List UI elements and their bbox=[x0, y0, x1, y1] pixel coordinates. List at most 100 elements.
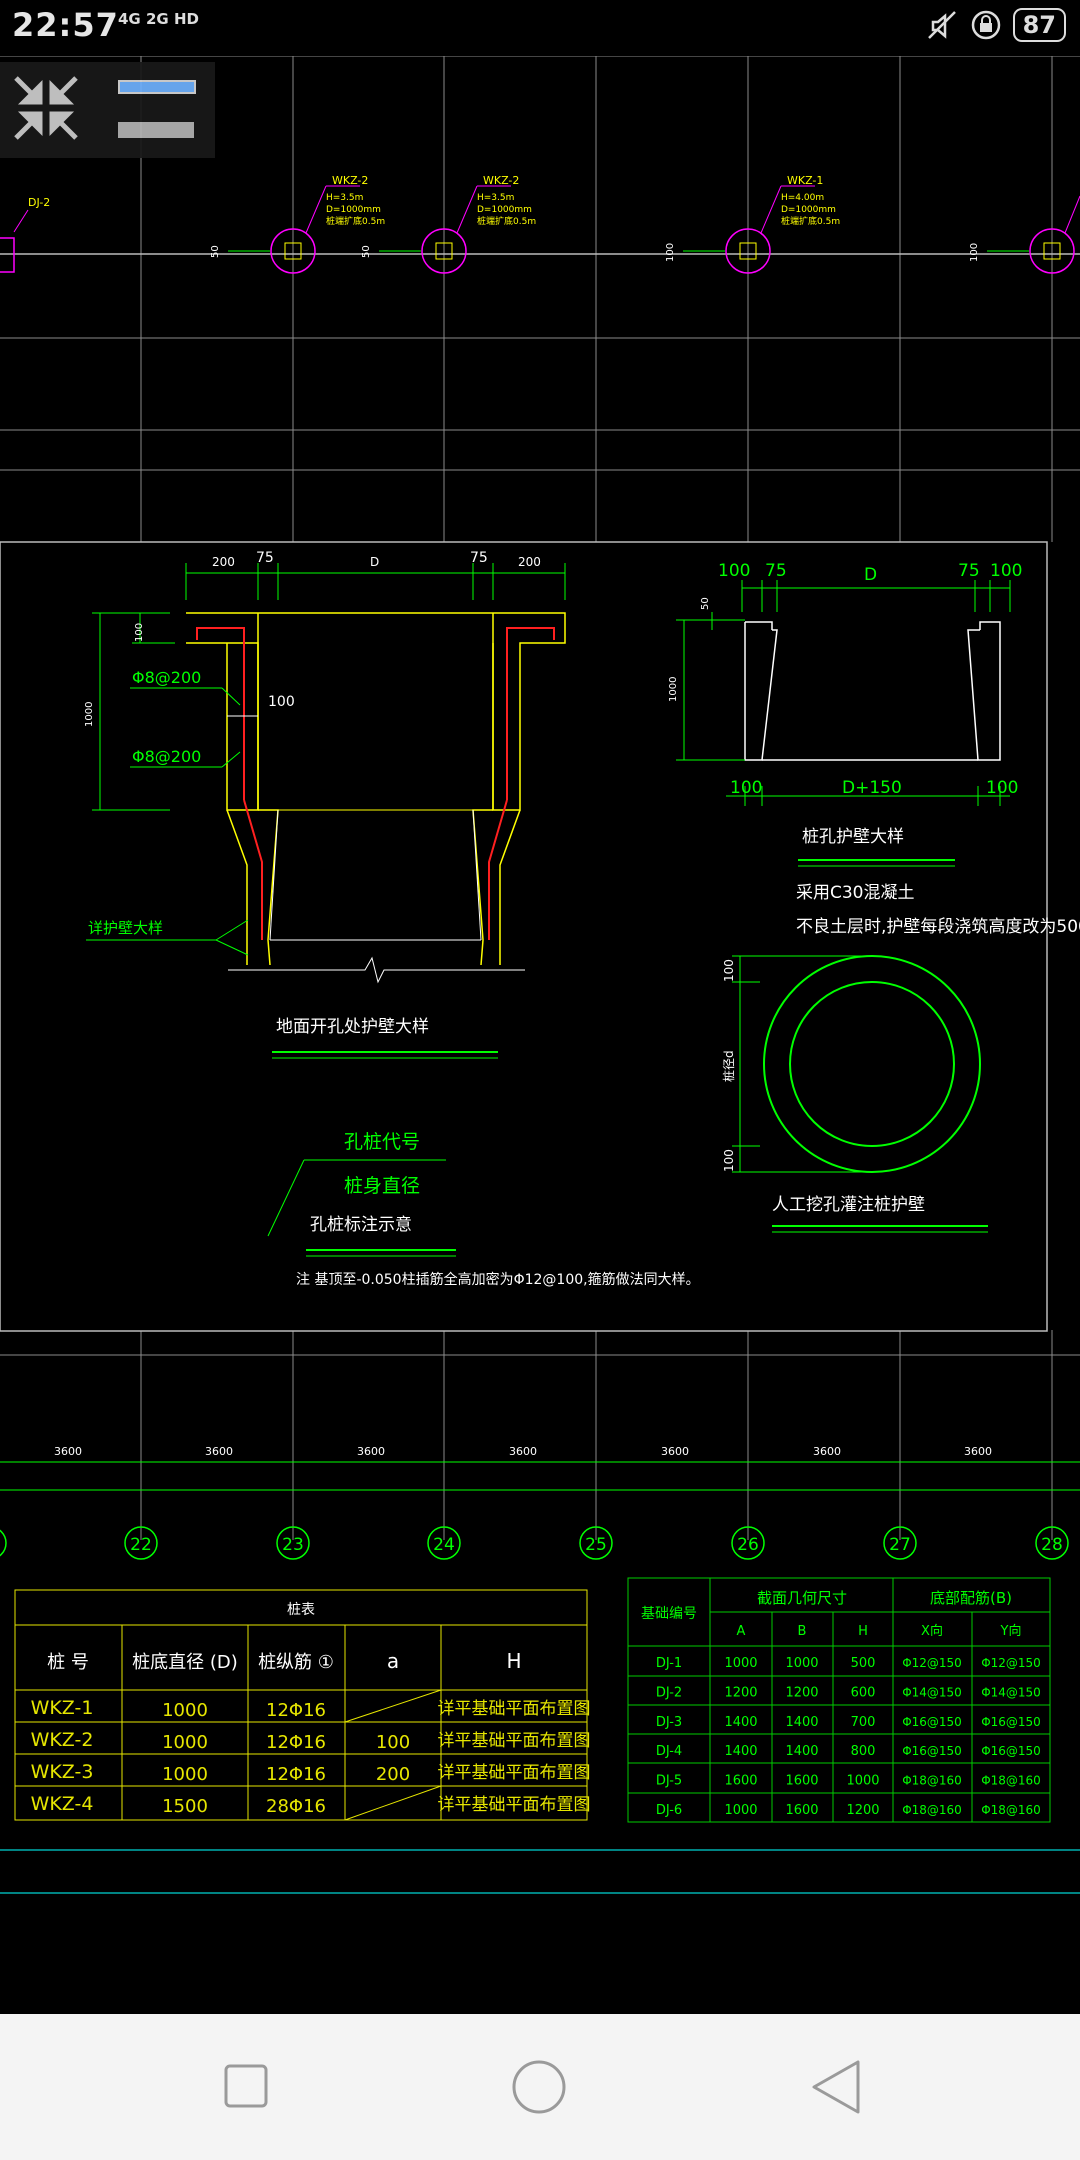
pile-enlarge: 桩端扩底0.5m bbox=[326, 215, 385, 227]
pile-column bbox=[435, 242, 453, 260]
detail-pile-wall: 100 75 D 75 100 50 1000 100 D+150 100 桩孔… bbox=[668, 561, 1080, 937]
base-subheader: X向 bbox=[921, 1623, 943, 1639]
base-table-cell: 1000 bbox=[846, 1774, 879, 1789]
pile-wkz-1[interactable]: WKZ-1 H=4.00m D=1000mm 桩端扩底0.5m 100 bbox=[665, 174, 840, 274]
axis-number: 24 bbox=[433, 1535, 455, 1555]
base-table-cell: 500 bbox=[851, 1656, 876, 1671]
pile-column bbox=[284, 242, 302, 260]
layer-toggle-on[interactable] bbox=[118, 80, 196, 94]
pile-right-partial[interactable]: 100 bbox=[969, 195, 1080, 274]
legend-diameter: 桩身直径 bbox=[344, 1175, 420, 1197]
cad-drawing-canvas[interactable]: DJ-2 WKZ-2 H=3.5m D=1000mm 桩端扩底0.5m 50 W… bbox=[0, 56, 1080, 2014]
pile-cell: WKZ-1 bbox=[31, 1697, 94, 1719]
pile-cell: 详平基础平面布置图 bbox=[438, 1795, 591, 1815]
collapse-arrows-icon[interactable] bbox=[10, 72, 82, 144]
axis-bubble-25 bbox=[579, 1526, 613, 1560]
base-table bbox=[627, 1577, 1051, 1823]
break-line bbox=[228, 956, 525, 984]
base-table-cell: Φ16@150 bbox=[902, 1744, 962, 1758]
pile-cell: 详平基础平面布置图 bbox=[438, 1763, 591, 1783]
pile-circle bbox=[725, 228, 771, 274]
dim-d: D bbox=[370, 555, 379, 569]
pile-table bbox=[14, 1589, 588, 1821]
axis-span: 3600 bbox=[509, 1445, 537, 1458]
layer-toggle-off[interactable] bbox=[118, 122, 194, 138]
rebar-lower-left bbox=[243, 799, 263, 940]
pile-cell: 12Φ16 bbox=[266, 1700, 326, 1721]
dim-75-left: 75 bbox=[256, 550, 274, 566]
base-table-cell: Φ12@150 bbox=[902, 1656, 962, 1670]
base-subheader: Y向 bbox=[1000, 1623, 1022, 1639]
d2-dim-75-right: 75 bbox=[958, 561, 980, 581]
pile-column bbox=[1043, 242, 1061, 260]
pile-table-text: 桩表 桩 号 桩底直径 (D) 桩纵筋 ① a H WKZ-1 1000 12Φ… bbox=[31, 1601, 591, 1817]
pile-cell: 100 bbox=[376, 1732, 410, 1753]
pile-table-header: 桩底直径 (D) bbox=[132, 1652, 238, 1673]
base-table-cell: 700 bbox=[851, 1715, 876, 1730]
battery-indicator: 87 bbox=[1012, 8, 1066, 42]
detail-ground-opening: 200 75 D 75 200 100 1000 Φ8@200 Φ8@200 bbox=[84, 550, 566, 1059]
d2-dim-bottom-100-right: 100 bbox=[986, 778, 1018, 798]
base-table-text: 基础编号 截面几何尺寸 底部配筋(B) A B H X向 Y向 bbox=[641, 1589, 1021, 1639]
base-header-code: 基础编号 bbox=[641, 1605, 697, 1622]
pile-cell: 1000 bbox=[162, 1764, 208, 1785]
axis-span: 3600 bbox=[205, 1445, 233, 1458]
base-table-cell: Φ14@150 bbox=[902, 1685, 962, 1699]
ring-dim-top: 100 bbox=[722, 959, 736, 982]
base-subheader: B bbox=[798, 1624, 807, 1639]
base-table-cell: 1600 bbox=[785, 1803, 818, 1818]
legend-code: 孔桩代号 bbox=[344, 1131, 420, 1153]
table-diag bbox=[344, 1785, 442, 1821]
floating-toolbar bbox=[0, 62, 215, 158]
axis-bubble-27 bbox=[883, 1526, 917, 1560]
pile-cell: 详平基础平面布置图 bbox=[438, 1699, 591, 1719]
axis-number: 27 bbox=[889, 1535, 911, 1555]
pile-table-title: 桩表 bbox=[287, 1601, 315, 1618]
pile-name: WKZ-2 bbox=[483, 174, 519, 187]
base-table-cell: Φ12@150 bbox=[981, 1656, 1041, 1670]
legend-title: 孔桩标注示意 bbox=[310, 1215, 412, 1235]
pile-cell: WKZ-2 bbox=[31, 1729, 94, 1751]
pile-name: WKZ-2 bbox=[332, 174, 368, 187]
rebar-label-2: Φ8@200 bbox=[132, 747, 201, 766]
base-table-cell: 1400 bbox=[785, 1715, 818, 1730]
base-table-cell: 1000 bbox=[724, 1803, 757, 1818]
axis-number: 26 bbox=[737, 1535, 759, 1555]
base-table-cell: DJ-1 bbox=[656, 1656, 682, 1671]
pile-cell: 1000 bbox=[162, 1700, 208, 1721]
pile-depth: H=4.00m bbox=[781, 193, 824, 203]
navigation-bar bbox=[0, 2014, 1080, 2160]
dim-1000: 1000 bbox=[84, 702, 95, 727]
pile-table-border bbox=[14, 1589, 588, 1821]
pile-circle bbox=[1029, 228, 1075, 274]
pile-wkz-2-a[interactable]: WKZ-2 H=3.5m D=1000mm 桩端扩底0.5m 50 bbox=[210, 174, 385, 274]
axis-bubble-26 bbox=[731, 1526, 765, 1560]
pile-left-leader bbox=[13, 209, 29, 233]
pile-cell: 200 bbox=[376, 1764, 410, 1785]
axis-span: 3600 bbox=[54, 1445, 82, 1458]
base-table-cell: 1400 bbox=[785, 1744, 818, 1759]
taper-right bbox=[472, 809, 521, 966]
base-table-cell: Φ14@150 bbox=[981, 1685, 1041, 1699]
base-table-cell: Φ16@150 bbox=[902, 1715, 962, 1729]
wall-leader bbox=[215, 919, 249, 941]
recent-apps-button[interactable] bbox=[222, 2062, 270, 2110]
dim-75-right: 75 bbox=[470, 550, 488, 566]
base-table-cell: DJ-3 bbox=[656, 1715, 682, 1730]
d2-dim-100-left: 100 bbox=[718, 561, 750, 581]
d2-dim-bottom-d150: D+150 bbox=[842, 778, 902, 798]
detail-sheet-frame bbox=[0, 541, 1048, 1332]
back-button[interactable] bbox=[808, 2058, 862, 2116]
home-button[interactable] bbox=[510, 2058, 568, 2116]
pile-circle bbox=[421, 228, 467, 274]
rebar-left bbox=[196, 627, 245, 800]
base-table-cell: 1200 bbox=[785, 1685, 818, 1700]
detail3-title: 人工挖孔灌注桩护壁 bbox=[772, 1195, 925, 1215]
base-header-size: 截面几何尺寸 bbox=[757, 1589, 847, 1607]
axis-number: 23 bbox=[282, 1535, 304, 1555]
base-header-rebar: 底部配筋(B) bbox=[930, 1589, 1012, 1607]
detail2-note1: 采用C30混凝土 bbox=[796, 883, 915, 903]
pile-wkz-2-b[interactable]: WKZ-2 H=3.5m D=1000mm 桩端扩底0.5m 50 bbox=[361, 174, 536, 274]
pile-cell: 28Φ16 bbox=[266, 1796, 326, 1817]
